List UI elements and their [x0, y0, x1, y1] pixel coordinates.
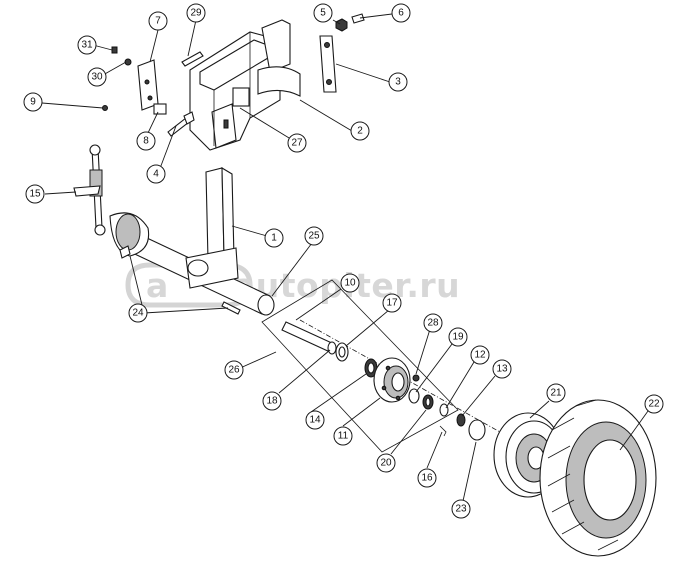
- callout-23-label: 23: [455, 504, 467, 515]
- callout-31: 31: [77, 35, 97, 55]
- hub-part-11: [373, 357, 411, 403]
- callout-15: 15: [25, 184, 45, 204]
- callout-24: 24: [128, 303, 148, 323]
- callout-5-label: 5: [320, 8, 326, 19]
- assembly-outline-26: [261, 279, 459, 453]
- top-link-part-15: [73, 144, 106, 236]
- callout-1: 1: [264, 228, 284, 248]
- callout-3: 3: [388, 72, 408, 92]
- callout-2-label: 2: [357, 126, 363, 137]
- ring-part-14: [364, 358, 378, 378]
- callout-6-label: 6: [398, 8, 404, 19]
- pin-part-29: [181, 51, 204, 67]
- callout-27-label: 27: [291, 138, 303, 149]
- callout-14: 14: [305, 410, 325, 430]
- callout-20-label: 20: [380, 458, 392, 469]
- nut-part-9: [102, 105, 108, 111]
- callout-26: 26: [224, 360, 244, 380]
- callout-24-label: 24: [132, 308, 144, 319]
- callout-13-label: 13: [496, 364, 508, 375]
- callout-9: 9: [23, 92, 43, 112]
- washer-part-12: [439, 403, 449, 417]
- callout-21: 21: [546, 383, 566, 403]
- callout-1-label: 1: [271, 233, 277, 244]
- callout-13: 13: [492, 359, 512, 379]
- callout-3-label: 3: [395, 77, 401, 88]
- callout-7-label: 7: [155, 16, 161, 27]
- callout-25-label: 25: [308, 231, 320, 242]
- callout-7: 7: [148, 11, 168, 31]
- callout-17-label: 17: [386, 298, 398, 309]
- callout-28-label: 28: [427, 318, 439, 329]
- callout-6: 6: [391, 3, 411, 23]
- watermark-logo-glyph: a: [146, 266, 169, 305]
- washer-part-19: [408, 388, 420, 404]
- callout-16: 16: [417, 468, 437, 488]
- bolt-part-31: [111, 46, 118, 54]
- pins-part-24: [119, 245, 241, 315]
- nut-part-28: [412, 374, 420, 382]
- callout-18-label: 18: [266, 396, 278, 407]
- callout-23: 23: [451, 499, 471, 519]
- callout-2: 2: [350, 121, 370, 141]
- nut-part-5: [335, 18, 348, 32]
- callout-21-label: 21: [550, 388, 562, 399]
- mounting-frame: [189, 19, 301, 151]
- callout-8-label: 8: [143, 136, 149, 147]
- callout-10: 10: [340, 273, 360, 293]
- callout-15-label: 15: [29, 189, 41, 200]
- ring-part-17: [335, 342, 349, 362]
- plate-part-8: [153, 103, 167, 115]
- callout-18: 18: [262, 391, 282, 411]
- callout-12: 12: [470, 345, 490, 365]
- callout-14-label: 14: [309, 415, 321, 426]
- bolt-part-6: [351, 13, 365, 24]
- callout-22: 22: [644, 394, 664, 414]
- callout-11: 11: [333, 426, 353, 446]
- callout-19-label: 19: [452, 332, 464, 343]
- callout-9-label: 9: [30, 97, 36, 108]
- callout-5: 5: [313, 3, 333, 23]
- leader-lines: [41, 13, 649, 502]
- shaft-part-10: [281, 321, 337, 355]
- callout-4: 4: [146, 164, 166, 184]
- bearing-part-20: [422, 394, 434, 410]
- callout-28: 28: [423, 313, 443, 333]
- callout-10-label: 10: [344, 278, 356, 289]
- callout-30: 30: [87, 67, 107, 87]
- callout-16-label: 16: [421, 473, 433, 484]
- callout-8: 8: [136, 131, 156, 151]
- callout-29: 29: [186, 3, 206, 23]
- callout-17: 17: [382, 293, 402, 313]
- nut-part-13: [456, 413, 466, 427]
- callout-20: 20: [376, 453, 396, 473]
- bracket-part-7: [137, 59, 159, 111]
- callout-31-label: 31: [81, 40, 93, 51]
- callout-27: 27: [287, 133, 307, 153]
- post-part-1: [185, 167, 239, 289]
- callout-11-label: 11: [338, 431, 349, 442]
- cotter-pin-part-16: [439, 425, 447, 437]
- nut-part-30: [124, 58, 132, 66]
- callout-30-label: 30: [91, 72, 103, 83]
- callout-4-label: 4: [153, 169, 159, 180]
- bolt-part-4: [167, 111, 195, 137]
- callout-12-label: 12: [474, 350, 486, 361]
- callout-25: 25: [304, 226, 324, 246]
- plate-part-3: [319, 35, 337, 93]
- callout-19: 19: [448, 327, 468, 347]
- callout-26-label: 26: [228, 365, 240, 376]
- callout-29-label: 29: [190, 8, 202, 19]
- cap-part-23: [468, 419, 486, 441]
- callout-22-label: 22: [648, 399, 660, 410]
- tyre-part-22: [539, 399, 657, 557]
